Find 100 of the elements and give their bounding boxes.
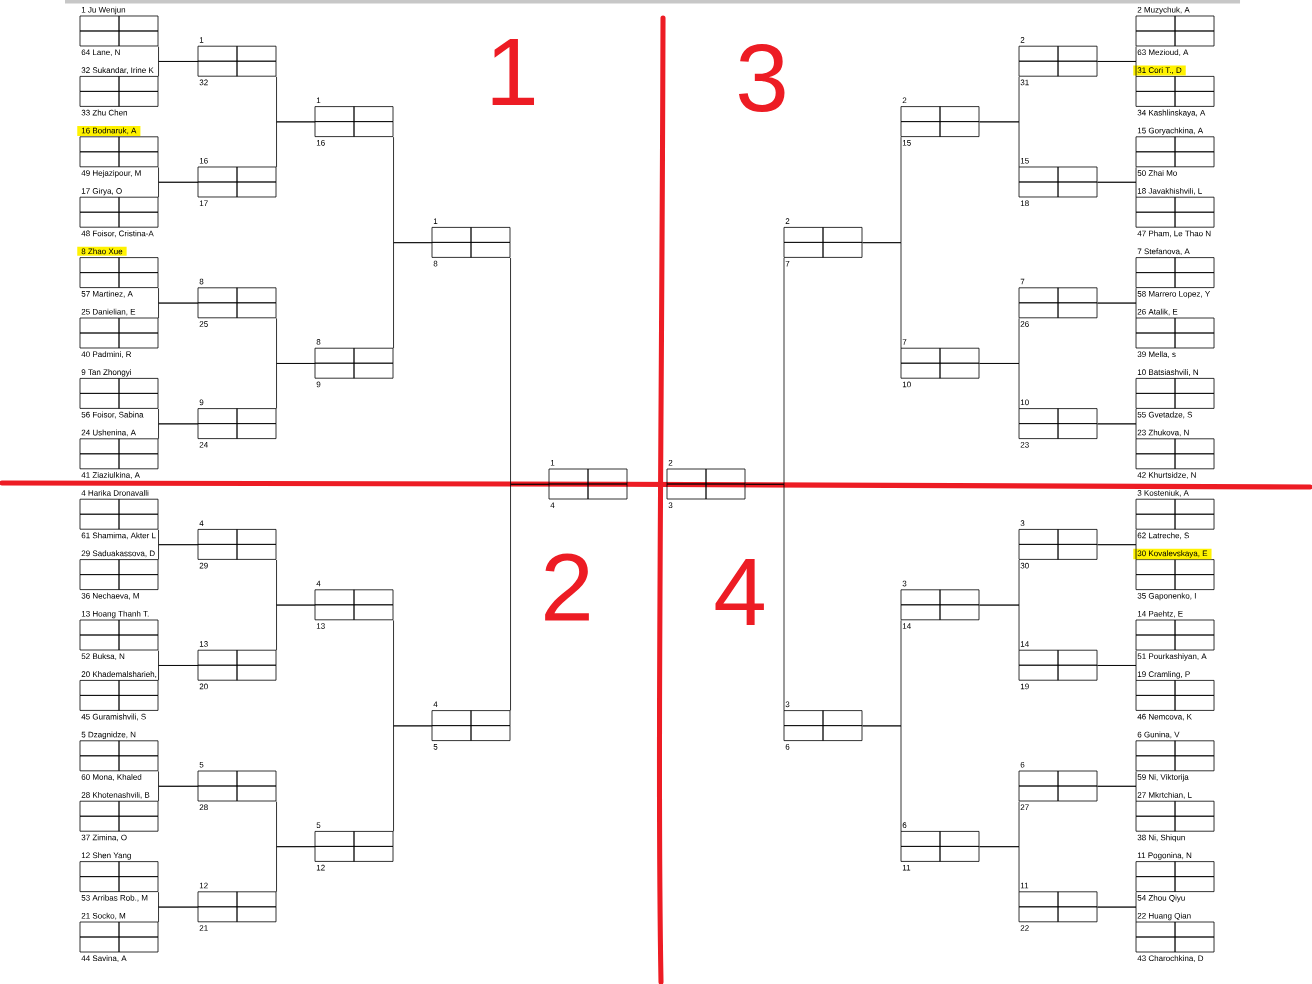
player-name: 51 Pourkashiyan, A [1137, 653, 1207, 661]
player-name: 32 Sukandar, Irine K [81, 67, 154, 74]
player-name: 58 Marrero Lopez, Y [1137, 291, 1211, 299]
highlighted-name: 16 Bodnaruk, A [77, 125, 141, 136]
seed-number: 27 [1020, 804, 1029, 810]
player-name: 3 Kosteniuk, A [1137, 489, 1189, 497]
seed-number: 2 [902, 97, 907, 104]
player-name: 22 Huang Qian [1137, 912, 1191, 921]
seed-number: 11 [1020, 882, 1029, 889]
player-name: 4 Harika Dronavalli [81, 489, 149, 496]
highlighted-name: 8 Zhao Xue [77, 246, 127, 256]
player-name: 24 Ushenina, A [81, 429, 136, 437]
seed-number: 29 [199, 562, 208, 569]
player-name: 43 Charochkina, D [1137, 955, 1204, 963]
seed-number: 24 [199, 442, 208, 448]
seed-number: 12 [316, 864, 325, 871]
bracket-line [979, 846, 1020, 893]
seed-number: 17 [199, 200, 208, 206]
player-name: 38 Ni, Shiqun [1137, 834, 1185, 842]
quadrant-number: 2 [545, 553, 589, 621]
player-name: 6 Gunina, V [1137, 731, 1180, 739]
seed-number: 9 [199, 399, 204, 406]
seed-number: 5 [433, 744, 438, 750]
seed-number: 6 [785, 744, 790, 750]
seed-number: 7 [785, 260, 790, 267]
player-name: 18 Javakhishvili, L [1137, 187, 1202, 195]
seed-number: 14 [902, 623, 911, 629]
player-name: 56 Foisor, Sabina [81, 411, 144, 419]
player-name: 5 Dzagnidze, N [81, 731, 136, 739]
highlighted-name: 31 Cori T., D [1133, 65, 1186, 76]
seed-number: 8 [433, 260, 438, 267]
player-name: 23 Zhukova, N [1137, 429, 1189, 437]
seed-number: 3 [785, 701, 790, 708]
seed-number: 30 [1020, 562, 1029, 569]
bracket-line [158, 665, 199, 681]
player-name: 47 Pham, Le Thao N [1137, 230, 1211, 238]
seed-number: 12 [199, 882, 208, 889]
quadrant-number: 1 [492, 38, 534, 105]
player-name: 2 Muzychuk, A [1137, 6, 1190, 15]
seed-number: 1 [316, 97, 321, 104]
player-name: 48 Foisor, Cristina-A [81, 230, 154, 238]
quadrant-number: 3 [739, 44, 785, 112]
seed-number: 16 [316, 140, 325, 146]
player-name: 59 Ni, Viktorija [1137, 774, 1189, 782]
bracket-line [979, 121, 1020, 168]
player-name: 50 Zhai Mo [1137, 170, 1177, 176]
bracket-line [1097, 302, 1137, 319]
seed-number: 10 [1020, 399, 1029, 406]
bracket-line [158, 544, 199, 560]
seed-number: 4 [199, 520, 204, 526]
seed-number: 22 [1020, 925, 1029, 931]
bracket-line [979, 604, 1020, 651]
player-name: 13 Hoang Thanh T. [81, 610, 149, 619]
seed-number: 32 [199, 79, 208, 86]
player-name: 62 Latreche, S [1137, 532, 1189, 540]
seed-number: 13 [316, 623, 325, 629]
highlighted-name: 30 Kovalevskaya, E [1133, 548, 1212, 560]
player-name: 63 Mezioud, A [1137, 49, 1189, 56]
seed-number: 4 [550, 502, 555, 508]
player-name: 45 Guramishvili, S [81, 713, 146, 721]
bracket-line [276, 363, 316, 409]
seed-number: 6 [1020, 761, 1025, 768]
seed-number: 5 [199, 762, 204, 768]
player-name: 7 Stefanova, A [1137, 248, 1190, 256]
seed-number: 18 [1020, 200, 1029, 207]
player-name: 36 Nechaeva, M [81, 592, 139, 600]
bracket-line [276, 846, 316, 893]
bracket-line [158, 906, 199, 923]
seed-number: 2 [785, 218, 790, 224]
player-name: 19 Cramling, P [1137, 671, 1190, 679]
seed-number: 8 [316, 339, 321, 345]
seed-number: 5 [316, 822, 321, 828]
bracket-line [1097, 785, 1137, 802]
seed-number: 7 [1020, 278, 1025, 285]
bracket-line [862, 725, 902, 832]
player-name: 29 Saduakassova, D [81, 550, 155, 558]
seed-number: 3 [668, 502, 673, 509]
player-name: 34 Kashlinskaya, A [1137, 109, 1206, 118]
player-name: 53 Arribas Rob., M [81, 894, 148, 902]
player-name: 33 Zhu Chen [81, 109, 127, 116]
bracket-line [1097, 906, 1137, 923]
bracket-line [393, 242, 433, 349]
seed-number: 21 [199, 925, 208, 931]
player-name: 21 Socko, M [81, 912, 126, 920]
player-name: 26 Atalik, E [1137, 308, 1178, 316]
seed-number: 23 [1020, 442, 1029, 448]
bracket-line [276, 121, 316, 168]
player-name: 27 Mkrtchian, L [1137, 791, 1192, 799]
bracket-line [1097, 423, 1137, 440]
seed-number: 2 [668, 459, 673, 466]
bracket-line [393, 725, 433, 832]
player-name: 40 Padmini, R [81, 351, 132, 359]
bracket-line [158, 302, 199, 319]
seed-number: 3 [902, 580, 907, 587]
seed-number: 15 [902, 140, 911, 146]
player-name: 35 Gaponenko, I [1137, 592, 1196, 601]
bracket-line [276, 604, 316, 651]
player-name: 9 Tan Zhongyi [81, 369, 131, 377]
seed-number: 6 [902, 822, 907, 828]
seed-number: 7 [902, 339, 907, 345]
